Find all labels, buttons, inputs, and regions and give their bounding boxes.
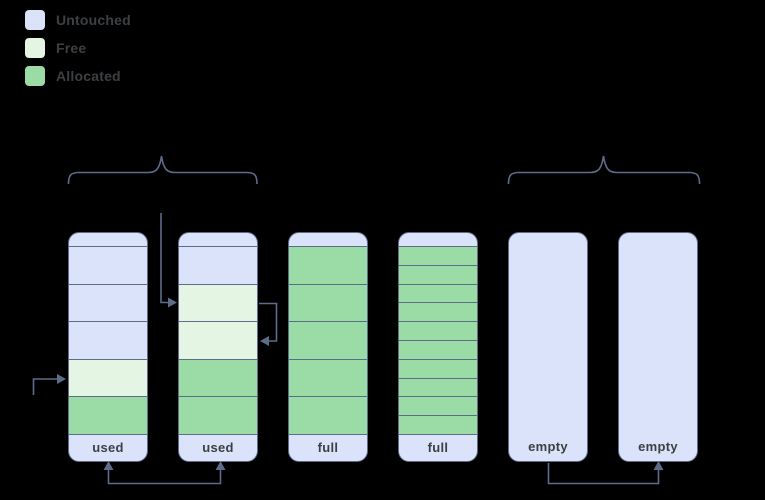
segment-allocated — [69, 396, 147, 434]
segment-free — [179, 321, 257, 359]
segment-allocated — [289, 321, 367, 359]
segment-allocated — [399, 283, 477, 303]
untouched-swatch-icon — [25, 10, 45, 30]
slab-state-label: used — [69, 433, 147, 461]
legend-item-untouched: Untouched — [25, 10, 131, 30]
segment-allocated — [399, 358, 477, 378]
slab-state-label: full — [289, 433, 367, 461]
legend-label: Untouched — [56, 12, 131, 28]
segment-free — [179, 283, 257, 322]
segment-untouched — [69, 283, 147, 322]
slab-column-4-full: full — [398, 232, 478, 462]
slab-column-5-empty: empty — [508, 232, 588, 462]
arrow-between-used-columns — [107, 469, 222, 485]
allocated-swatch-icon — [25, 66, 45, 86]
segment-untouched — [69, 321, 147, 359]
segment-allocated — [289, 358, 367, 397]
segment-allocated — [179, 358, 257, 397]
segment-allocated — [289, 396, 367, 434]
segment-free — [69, 358, 147, 397]
arrow-empty-to-empty — [547, 463, 660, 485]
segment-allocated — [399, 246, 477, 265]
segment-untouched — [69, 246, 147, 284]
segment-allocated — [289, 283, 367, 322]
segment-allocated — [399, 396, 477, 416]
slab-state-label: full — [399, 433, 477, 461]
arrow-into-column1-free — [32, 378, 57, 395]
arrowhead-up-icon — [103, 461, 114, 470]
legend-label: Free — [56, 40, 87, 56]
arrowhead-right-icon — [57, 374, 66, 384]
legend-item-allocated: Allocated — [25, 66, 131, 86]
segment-allocated — [399, 302, 477, 322]
slab-column-1-used: used — [68, 232, 148, 462]
arrowhead-up-icon — [215, 461, 226, 470]
legend-item-free: Free — [25, 38, 131, 58]
slab-column-3-full: full — [288, 232, 368, 462]
segment-allocated — [399, 415, 477, 434]
slab-columns: used used full full empty empty — [68, 232, 698, 462]
slab-top-cap — [289, 233, 367, 246]
legend: Untouched Free Allocated — [25, 10, 131, 86]
segment-allocated — [399, 377, 477, 397]
slab-column-2-used: used — [178, 232, 258, 462]
slab-state-label: used — [179, 433, 257, 461]
segment-allocated — [179, 396, 257, 434]
brace-used-columns — [67, 155, 258, 185]
slab-state-label: empty — [638, 438, 678, 454]
segment-allocated — [399, 339, 477, 359]
arrowhead-up-icon — [653, 461, 664, 470]
brace-empty-columns — [507, 155, 701, 185]
free-swatch-icon — [25, 38, 45, 58]
slab-top-cap — [69, 233, 147, 246]
segment-allocated — [289, 246, 367, 284]
legend-label: Allocated — [56, 68, 121, 84]
slab-state-label: empty — [528, 438, 568, 454]
segment-allocated — [399, 321, 477, 340]
segment-untouched — [179, 246, 257, 284]
slab-top-cap — [399, 233, 477, 246]
slab-top-cap — [179, 233, 257, 246]
segment-allocated — [399, 264, 477, 284]
slab-column-6-empty: empty — [618, 232, 698, 462]
